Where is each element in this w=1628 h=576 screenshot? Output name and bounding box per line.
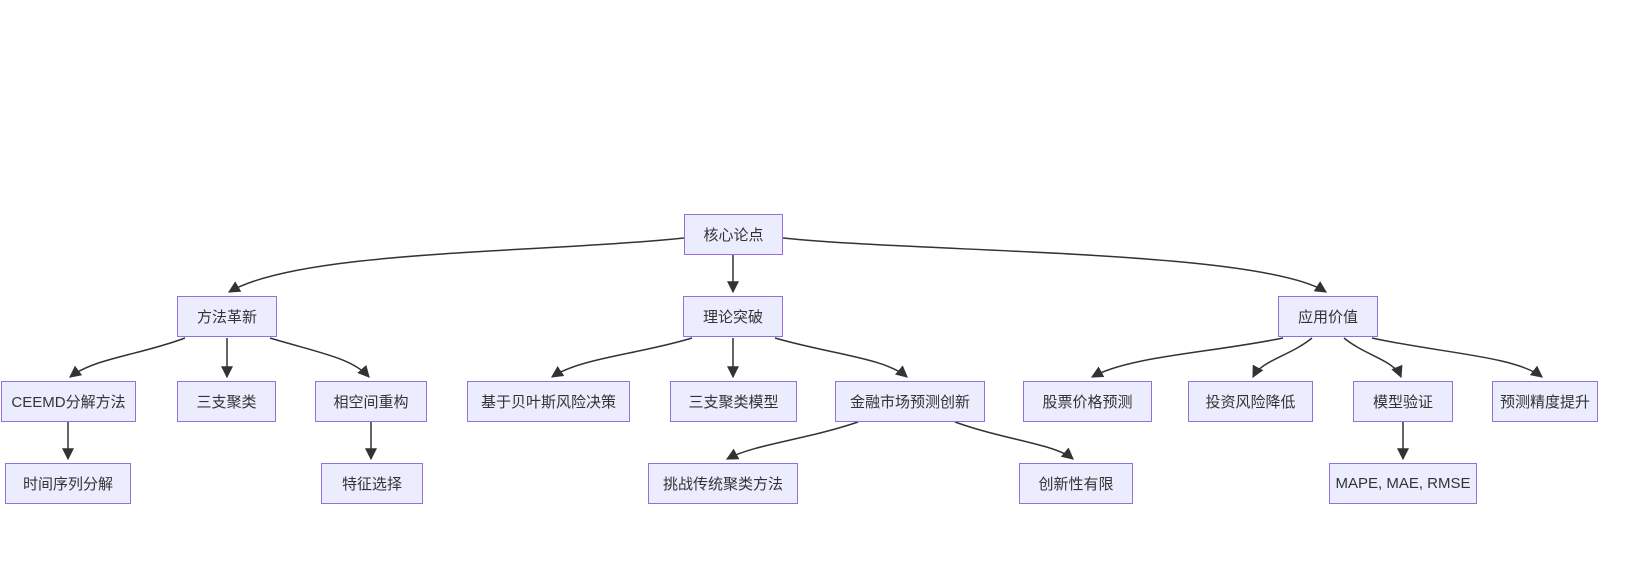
edge-fin-market-challenge-traditional — [725, 421, 859, 460]
node-core-label: 核心论点 — [703, 227, 764, 244]
node-invest-risk-label: 投资风险降低 — [1205, 394, 1296, 411]
edge-application-invest-risk — [1252, 337, 1313, 379]
node-ceemd: CEEMD分解方法 — [1, 381, 136, 422]
node-time-series: 时间序列分解 — [5, 463, 131, 504]
node-three-way-clustering: 三支聚类 — [177, 381, 276, 422]
node-application: 应用价值 — [1278, 296, 1378, 337]
node-model-validation-label: 模型验证 — [1372, 394, 1433, 411]
node-method-label: 方法革新 — [196, 309, 257, 326]
node-accuracy: 预测精度提升 — [1492, 381, 1598, 422]
edge-core-application — [782, 237, 1328, 293]
node-invest-risk: 投资风险降低 — [1188, 381, 1313, 422]
node-theory-label: 理论突破 — [702, 309, 763, 326]
node-stock-price-label: 股票价格预测 — [1042, 394, 1133, 411]
node-feature-selection-label: 特征选择 — [341, 476, 402, 493]
node-challenge-traditional: 挑战传统聚类方法 — [648, 463, 798, 504]
node-phase-space: 相空间重构 — [315, 381, 427, 422]
node-fin-market-label: 金融市场预测创新 — [849, 394, 970, 411]
node-core: 核心论点 — [684, 214, 783, 255]
node-twc-model: 三支聚类模型 — [670, 381, 797, 422]
edge-method-phase-space — [269, 337, 370, 378]
node-limited-innovation-label: 创新性有限 — [1038, 476, 1114, 493]
node-bayes-risk: 基于贝叶斯风险决策 — [467, 381, 630, 422]
edge-fin-market-limited-innovation — [954, 421, 1074, 460]
node-method: 方法革新 — [177, 296, 277, 337]
node-accuracy-label: 预测精度提升 — [1499, 394, 1590, 411]
node-three-way-clustering-label: 三支聚类 — [196, 394, 257, 411]
edge-core-method — [227, 237, 685, 293]
node-metrics-label: MAPE, MAE, RMSE — [1335, 475, 1471, 492]
edge-application-accuracy — [1371, 337, 1543, 378]
edge-application-stock-price — [1090, 337, 1284, 378]
node-time-series-label: 时间序列分解 — [22, 476, 113, 493]
node-model-validation: 模型验证 — [1353, 381, 1453, 422]
node-theory: 理论突破 — [683, 296, 783, 337]
node-feature-selection: 特征选择 — [321, 463, 423, 504]
node-twc-model-label: 三支聚类模型 — [688, 394, 779, 411]
node-bayes-risk-label: 基于贝叶斯风险决策 — [480, 394, 616, 411]
edge-theory-fin-market — [774, 337, 908, 378]
node-metrics: MAPE, MAE, RMSE — [1329, 463, 1477, 504]
node-stock-price: 股票价格预测 — [1023, 381, 1152, 422]
edge-method-ceemd — [69, 337, 186, 378]
node-limited-innovation: 创新性有限 — [1019, 463, 1133, 504]
node-fin-market: 金融市场预测创新 — [835, 381, 985, 422]
node-ceemd-label: CEEMD分解方法 — [11, 394, 126, 411]
edge-application-model-validation — [1343, 337, 1403, 379]
node-phase-space-label: 相空间重构 — [333, 394, 409, 411]
node-challenge-traditional-label: 挑战传统聚类方法 — [662, 476, 783, 493]
edge-theory-bayes-risk — [551, 337, 693, 378]
node-application-label: 应用价值 — [1297, 309, 1358, 326]
